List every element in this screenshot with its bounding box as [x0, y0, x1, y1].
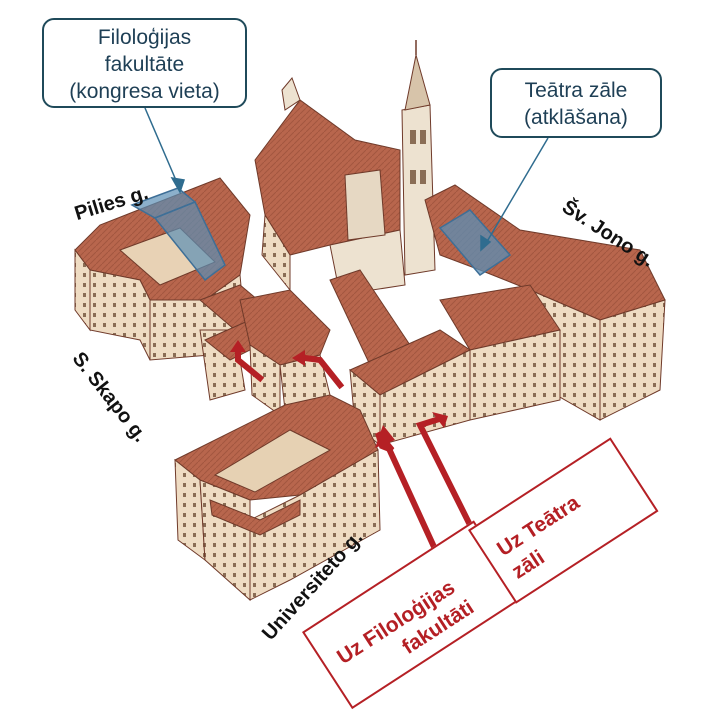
- callout-theatre-hall: Teātra zāle (atklāšana): [490, 68, 662, 138]
- building-lower-block: [174, 394, 381, 602]
- route-inner-left: [235, 349, 265, 383]
- route-to-theatre: [415, 416, 475, 530]
- arrowhead-faculty: [375, 425, 395, 448]
- building-theatre-block: [424, 184, 666, 421]
- callout-philology-line-1: Filoloģijas: [97, 26, 192, 49]
- building-central-wing: [239, 269, 471, 447]
- callout-philology-faculty: Filoloģijas fakultāte (kongresa vieta): [42, 18, 247, 108]
- callout-theatre-line-1: Teātra zāle: [524, 79, 628, 102]
- callout-theatre-line-2: (atklāšana): [524, 106, 628, 129]
- route-to-faculty: [381, 436, 444, 564]
- arrowhead-left: [230, 340, 246, 352]
- callout-philology-line-3: (kongresa vieta): [69, 80, 220, 103]
- building-church: [254, 77, 406, 296]
- theatre-highlight: [438, 209, 512, 276]
- arrowhead-right: [292, 350, 305, 366]
- philology-highlight: [130, 187, 226, 282]
- route-inner-right: [301, 354, 345, 390]
- callout-philology-line-2: fakultāte: [104, 53, 185, 76]
- callout-leaders: [144, 107, 549, 252]
- arrowhead-theatre: [432, 412, 448, 428]
- building-bell-tower: [401, 40, 436, 276]
